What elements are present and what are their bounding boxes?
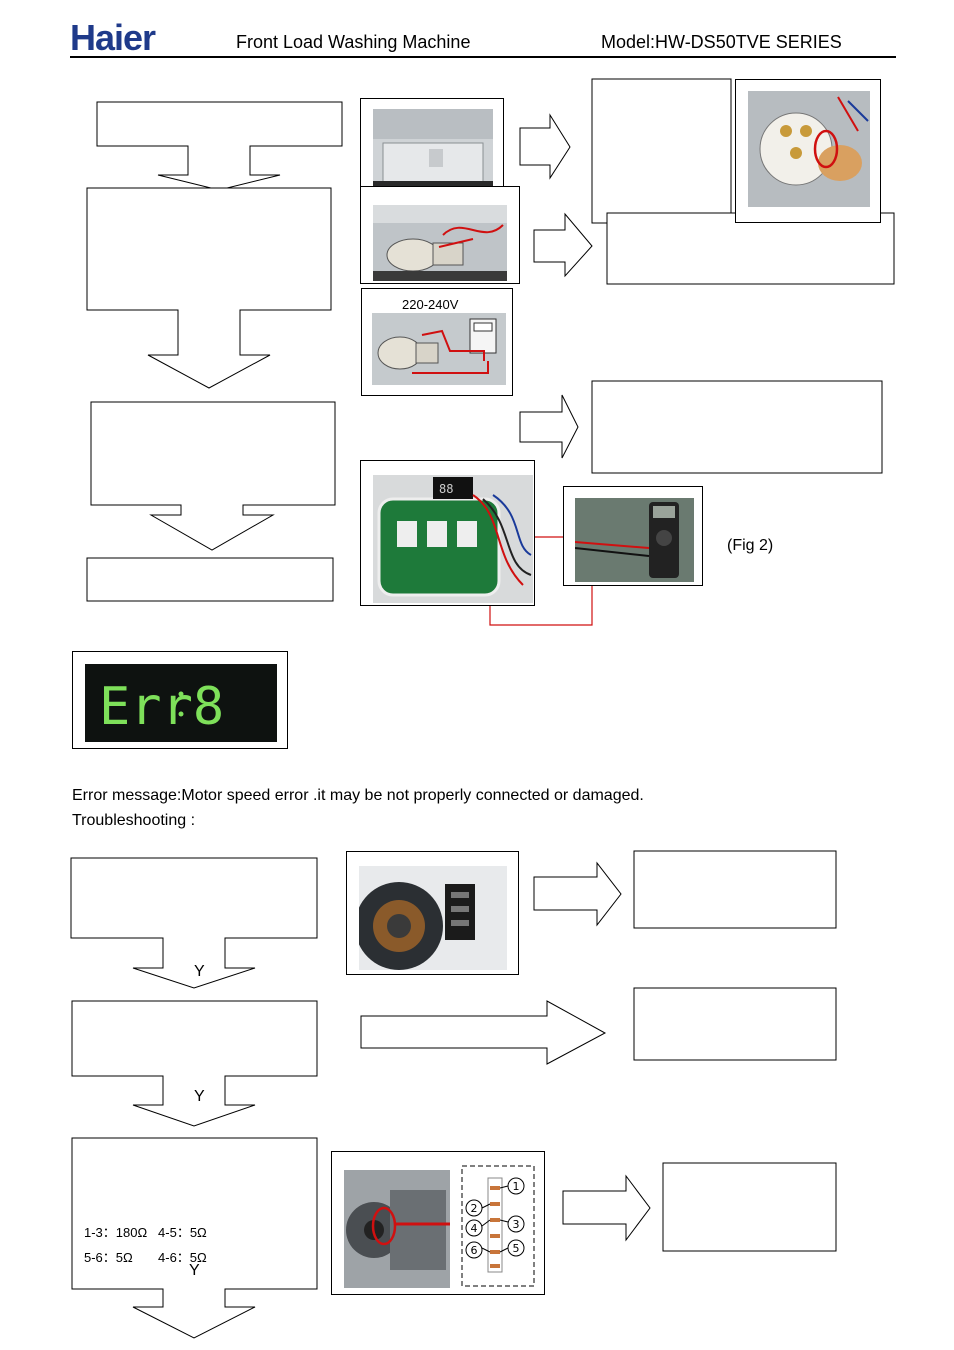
motor-right-arrow-2 — [360, 1000, 607, 1065]
photo-motor-connector — [346, 851, 519, 975]
photo-pressure-switch — [735, 79, 881, 223]
header-rule — [70, 56, 896, 58]
photo-error-display: Err8 — [72, 651, 288, 749]
error-code-text: Err8 — [99, 677, 224, 737]
detergent-drawer-image — [373, 109, 493, 193]
multimeter-image — [575, 498, 694, 582]
voltage-diagram-image — [372, 313, 506, 385]
model-label: Model:HW-DS50TVE SERIES — [601, 32, 842, 52]
pin-label-2: 2 — [471, 1202, 478, 1215]
error-message: Error message:Motor speed error .it may … — [72, 787, 644, 804]
result-box-a — [591, 78, 732, 224]
connector-pin-diagram: 1 2 3 4 5 6 — [461, 1165, 535, 1287]
inlet-valve-image — [373, 205, 507, 281]
photo-control-board: 88 — [360, 460, 535, 606]
motor-flow-box-1 — [70, 857, 318, 989]
control-board-image: 88 — [373, 475, 533, 603]
yes-label-1: Y — [194, 963, 205, 980]
pin-label-1: 1 — [513, 1180, 520, 1193]
document-title: Front Load Washing Machine — [236, 32, 471, 52]
motor-side-image — [344, 1170, 450, 1288]
troubleshooting-label: Troubleshooting : — [72, 812, 196, 829]
result-box-c — [591, 380, 883, 474]
photo-inlet-valve — [360, 186, 520, 284]
voltage-label: 220-240V — [402, 297, 459, 312]
pin-label-3: 3 — [513, 1218, 520, 1231]
photo-multimeter — [563, 486, 703, 586]
right-arrow-3 — [519, 394, 579, 459]
photo-voltage-measure: 220-240V — [361, 288, 513, 396]
resistance-values-1: 1-3：180Ω 4-5：5Ω — [84, 1225, 207, 1240]
photo-detergent-drawer — [360, 98, 504, 196]
flow-box-4 — [86, 557, 334, 602]
bottom-flowchart-lines — [70, 850, 837, 1339]
flow-box-1 — [96, 101, 343, 191]
flow-box-3 — [90, 401, 336, 551]
pin-label-4: 4 — [471, 1222, 478, 1235]
motor-result-box-3 — [662, 1162, 837, 1252]
motor-flow-box-3 — [71, 1137, 318, 1339]
right-arrow-2 — [533, 212, 593, 278]
pin-label-6: 6 — [471, 1244, 478, 1257]
resistance-values-2: 5-6：5Ω 4-6：5Ω — [84, 1250, 207, 1265]
motor-right-arrow-1 — [533, 861, 622, 927]
top-flowchart-lines — [86, 78, 895, 626]
yes-label-2: Y — [194, 1088, 205, 1105]
fig2-label: (Fig 2) — [727, 537, 774, 554]
right-arrow-1 — [519, 113, 571, 180]
motor-right-arrow-3 — [562, 1174, 651, 1242]
haier-logo: Haier — [70, 17, 156, 58]
error-display-image: Err8 — [85, 664, 277, 742]
motor-result-box-1 — [633, 850, 837, 929]
flow-box-2 — [86, 187, 332, 389]
motor-connector-image — [359, 866, 507, 970]
photo-motor-pin-diagram: 1 2 3 4 5 6 — [331, 1151, 545, 1295]
pin-label-5: 5 — [513, 1242, 520, 1255]
yes-label-3: Y — [189, 1262, 200, 1279]
motor-result-box-2 — [633, 987, 837, 1061]
result-box-b — [606, 212, 895, 285]
pressure-switch-image — [748, 91, 870, 207]
svg-text:88: 88 — [439, 482, 453, 496]
motor-flow-box-2 — [71, 1000, 318, 1127]
